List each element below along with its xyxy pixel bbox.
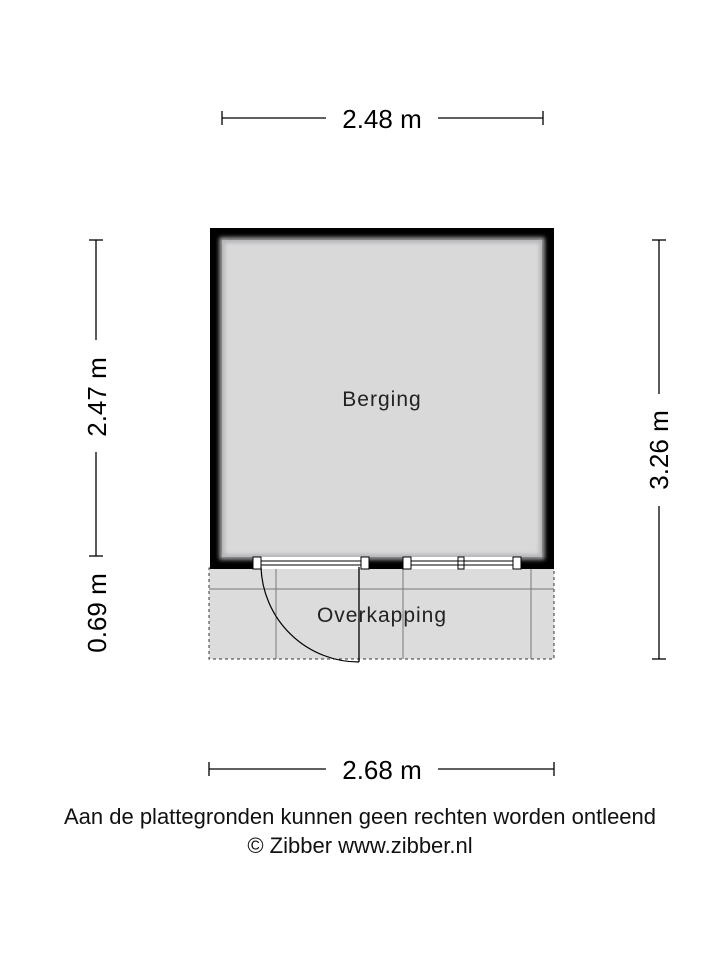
room-label-overkapping: Overkapping <box>317 604 447 627</box>
door <box>252 556 370 663</box>
room-label-berging: Berging <box>342 388 421 411</box>
window <box>402 556 522 570</box>
dimension-left: 2.47 m 0.69 m <box>82 239 112 653</box>
disclaimer-text: Aan de plattegronden kunnen geen rechten… <box>63 804 657 829</box>
copyright-text: © Zibber www.zibber.nl <box>247 833 473 858</box>
dimension-left-upper-label: 2.47 m <box>82 357 112 437</box>
dimension-bottom: 2.68 m <box>208 755 555 785</box>
dimension-bottom-label: 2.68 m <box>342 755 422 785</box>
dimension-left-lower-label: 0.69 m <box>82 573 112 653</box>
dimension-right-label: 3.26 m <box>644 410 674 490</box>
overkapping-area <box>208 567 555 660</box>
berging-room <box>210 228 554 663</box>
dimension-top: 2.48 m <box>221 104 544 134</box>
dimension-right: 3.26 m <box>644 239 674 660</box>
dimension-top-label: 2.48 m <box>342 104 422 134</box>
